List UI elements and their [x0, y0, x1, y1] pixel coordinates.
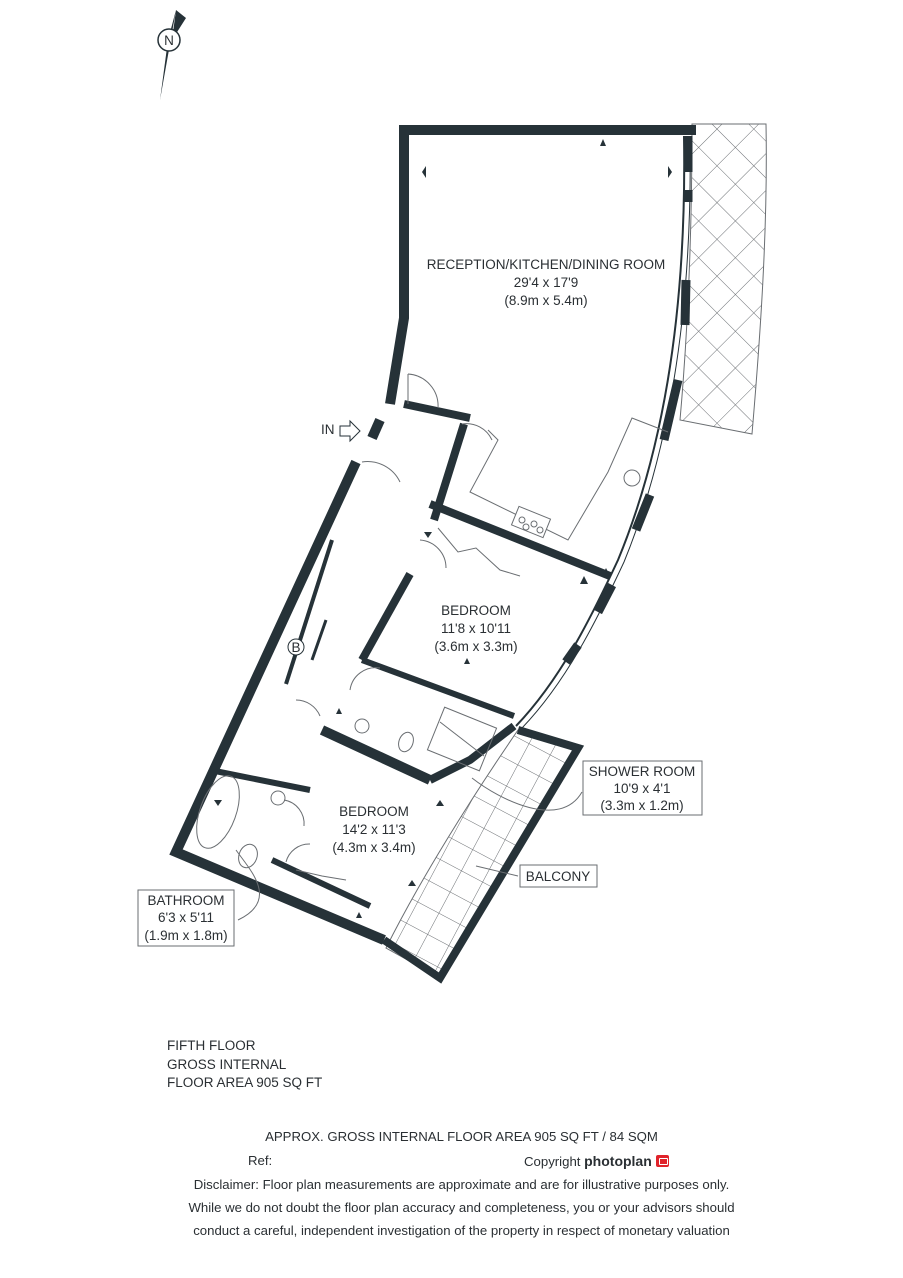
entrance-marker: IN [321, 419, 361, 443]
label-bedroom-1: BEDROOM 11'8 x 10'11 (3.6m x 3.3m) [434, 603, 517, 654]
interior-walls [209, 400, 612, 909]
floor-plan: N [137, 10, 767, 984]
floor-info-line-3: FLOOR AREA 905 SQ FT [167, 1075, 323, 1090]
bathroom-fixtures [196, 706, 498, 869]
bedroom-2-metric: (4.3m x 3.4m) [332, 840, 415, 855]
shower-basin-icon [354, 718, 370, 734]
bathroom-box [137, 889, 235, 947]
label-bedroom-2: BEDROOM 14'2 x 11'3 (4.3m x 3.4m) [332, 804, 415, 855]
label-shower-room: SHOWER ROOM 10'9 x 4'1 (3.3m x 1.2m) [582, 760, 703, 816]
label-reception: RECEPTION/KITCHEN/DINING ROOM 29'4 x 17'… [427, 257, 666, 308]
shower-room-imperial: 10'9 x 4'1 [614, 781, 671, 796]
boiler: B [287, 638, 305, 656]
entrance-arrow-icon [339, 419, 361, 443]
copyright-label: Copyright [524, 1154, 581, 1169]
shower-tray-icon [426, 706, 498, 772]
shower-room-metric: (3.3m x 1.2m) [600, 798, 683, 813]
basin-icon [270, 790, 286, 806]
floor-info: FIFTH FLOOR GROSS INTERNAL FLOOR AREA 90… [167, 1037, 322, 1093]
bathtub-icon [196, 775, 240, 849]
boiler-label: B [291, 640, 300, 655]
leader-lines [235, 777, 583, 921]
label-balcony: BALCONY [519, 864, 598, 888]
label-bathroom: BATHROOM 6'3 x 5'11 (1.9m x 1.8m) [137, 889, 235, 947]
toilet-icon [238, 843, 258, 869]
shower-toilet-icon [398, 731, 414, 753]
kitchen-counter [469, 417, 669, 541]
brand-name: photoplan [584, 1153, 652, 1169]
balcony-area [385, 729, 579, 979]
floor-info-line-1: FIFTH FLOOR [167, 1038, 256, 1053]
compass: N [157, 10, 186, 100]
bedroom-1-metric: (3.6m x 3.3m) [434, 639, 517, 654]
bathroom-name: BATHROOM [148, 893, 225, 908]
compass-ring [157, 28, 181, 52]
footer-area: APPROX. GROSS INTERNAL FLOOR AREA 905 SQ… [265, 1129, 658, 1144]
reception-name: RECEPTION/KITCHEN/DINING ROOM [427, 257, 666, 272]
disclaimer-line-2: While we do not doubt the floor plan acc… [188, 1200, 735, 1215]
bathroom-metric: (1.9m x 1.8m) [144, 928, 227, 943]
shower-room-name: SHOWER ROOM [589, 764, 696, 779]
wardrobes [295, 527, 521, 881]
floor-info-line-2: GROSS INTERNAL [167, 1056, 287, 1072]
sink-icon [623, 469, 641, 487]
bedroom-1-name: BEDROOM [441, 603, 511, 618]
footer-copyright: Copyright photoplan [524, 1153, 670, 1169]
bathroom-imperial: 6'3 x 5'11 [158, 910, 214, 925]
entrance-label: IN [321, 422, 335, 437]
compass-needle [160, 10, 176, 100]
markers [214, 139, 672, 918]
footer-ref: Ref: [248, 1153, 273, 1168]
reception-metric: (8.9m x 5.4m) [504, 293, 587, 308]
disclaimer-line-1: Disclaimer: Floor plan measurements are … [193, 1177, 730, 1192]
balcony-name: BALCONY [526, 869, 591, 884]
window-wall-solid-sections [562, 136, 693, 665]
shower-room-box [582, 760, 703, 816]
photoplan-logo-icon [656, 1155, 670, 1167]
balcony-box [519, 864, 598, 888]
compass-north-label: N [164, 33, 174, 48]
bedroom-2-imperial: 14'2 x 11'3 [342, 822, 405, 837]
terrace-area [679, 123, 767, 435]
disclaimer-line-3: conduct a careful, independent investiga… [193, 1223, 730, 1238]
bedroom-1-imperial: 11'8 x 10'11 [441, 621, 511, 636]
bedroom-2-name: BEDROOM [339, 804, 409, 819]
exterior-walls [169, 125, 696, 984]
reception-imperial: 29'4 x 17'9 [514, 275, 578, 290]
hob-icon [510, 505, 552, 539]
doors [283, 373, 493, 863]
